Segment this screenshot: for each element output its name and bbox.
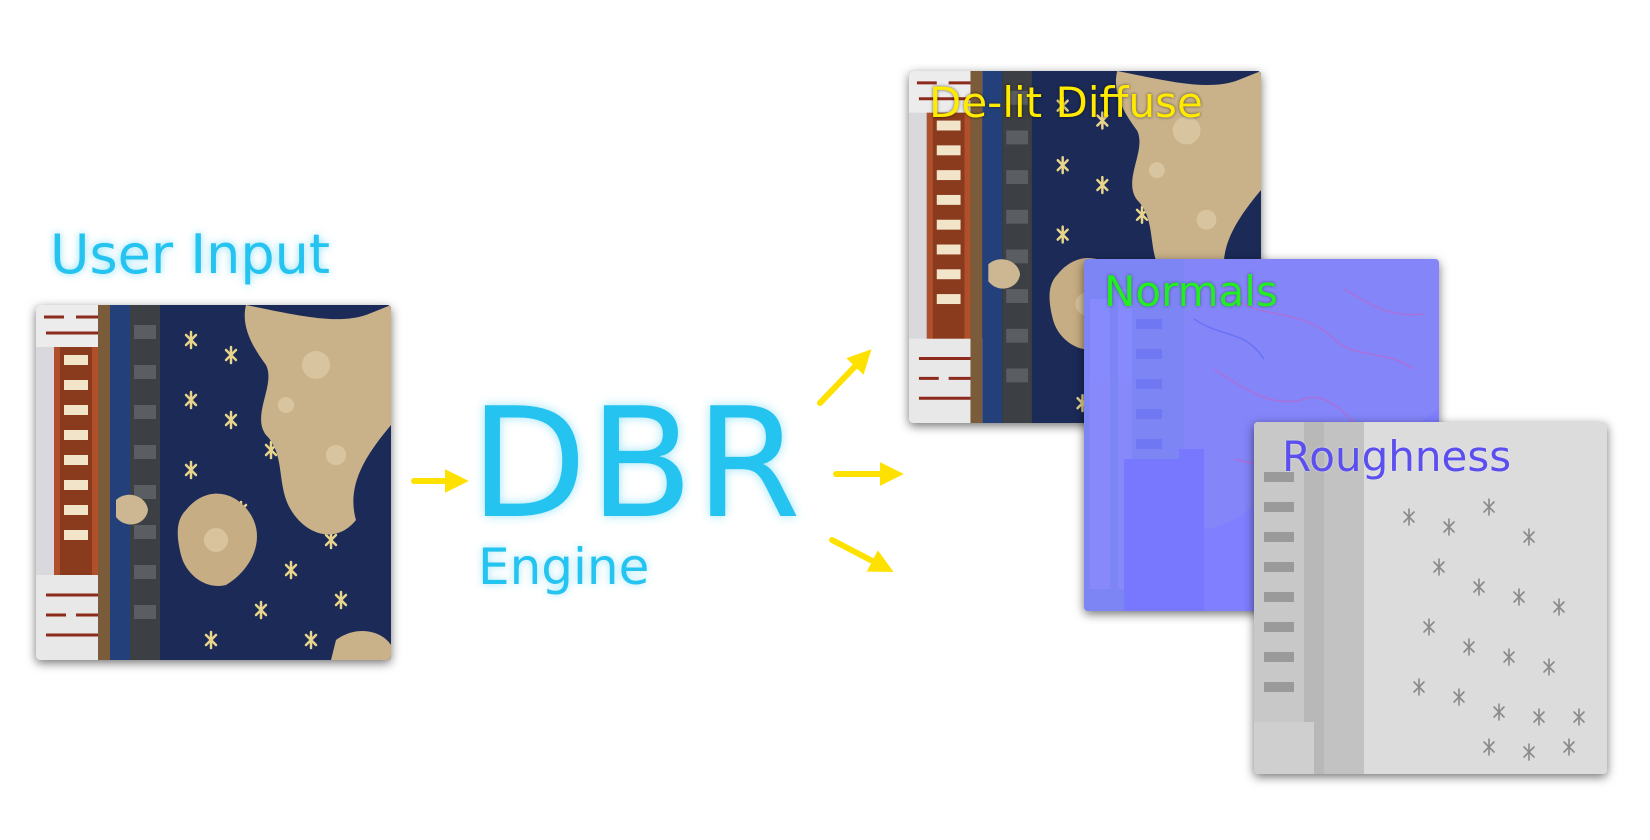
roughness-label: Roughness [1282, 432, 1512, 481]
normals-label: Normals [1104, 267, 1278, 316]
input-image [36, 305, 391, 660]
input-label: User Input [50, 223, 331, 286]
arrow-engine-to-roughness [829, 537, 894, 572]
diffuse-label: De-lit Diffuse [929, 78, 1203, 127]
arrow-engine-to-diffuse [817, 349, 872, 406]
engine-title: DBR [470, 375, 803, 552]
engine-subtitle: Engine [478, 538, 650, 596]
